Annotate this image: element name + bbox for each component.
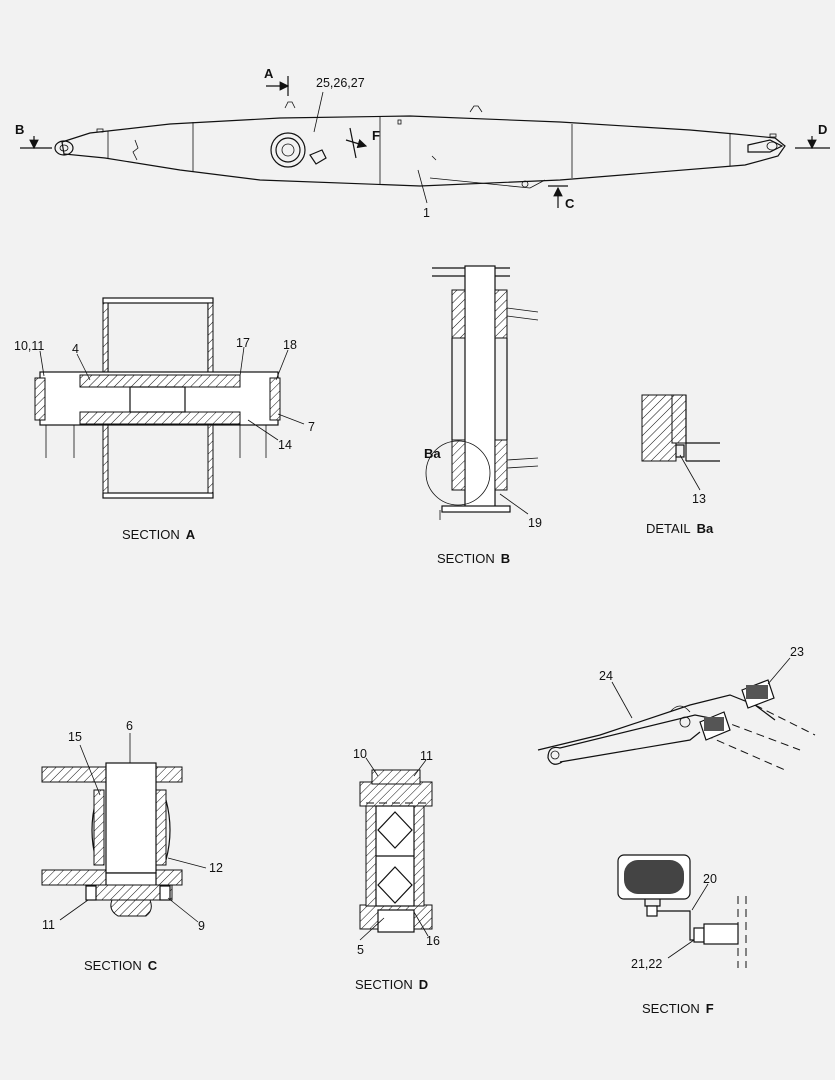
arm-perspective-drawing	[537, 657, 816, 771]
view-marker-b: B	[15, 122, 24, 137]
section-b-drawing	[425, 265, 539, 520]
callout-11-d: 11	[420, 749, 433, 763]
boom-main-view	[20, 76, 830, 208]
callout-21-22: 21,22	[631, 957, 662, 971]
callout-23: 23	[790, 645, 804, 659]
callout-9: 9	[198, 919, 205, 933]
callout-12: 12	[209, 861, 223, 875]
callout-16: 16	[426, 934, 440, 948]
callout-19: 19	[528, 516, 542, 530]
view-marker-a: A	[264, 66, 274, 81]
section-d-drawing	[359, 757, 433, 941]
callout-4: 4	[72, 342, 79, 356]
callout-13: 13	[692, 492, 706, 506]
callout-20: 20	[703, 872, 717, 886]
callout-10-11: 10,11	[14, 339, 44, 353]
section-a-drawing	[34, 297, 305, 499]
callout-24: 24	[599, 669, 613, 683]
callout-1: 1	[423, 206, 430, 220]
view-marker-f: F	[372, 128, 380, 143]
callout-25-26-27: 25,26,27	[316, 76, 365, 90]
callout-17: 17	[236, 336, 250, 350]
callout-14: 14	[278, 438, 292, 452]
section-f-drawing	[617, 854, 747, 968]
view-marker-c: C	[565, 196, 575, 211]
callout-10-d: 10	[353, 747, 367, 761]
view-marker-d: D	[818, 122, 827, 137]
callout-ba: Ba	[424, 446, 441, 461]
detail-ba-drawing	[641, 394, 720, 491]
callout-11-c: 11	[42, 918, 55, 932]
callout-15: 15	[68, 730, 82, 744]
callout-7: 7	[308, 420, 315, 434]
callout-5: 5	[357, 943, 364, 957]
section-c-drawing	[41, 733, 207, 923]
callout-18: 18	[283, 338, 297, 352]
callout-6: 6	[126, 719, 133, 733]
